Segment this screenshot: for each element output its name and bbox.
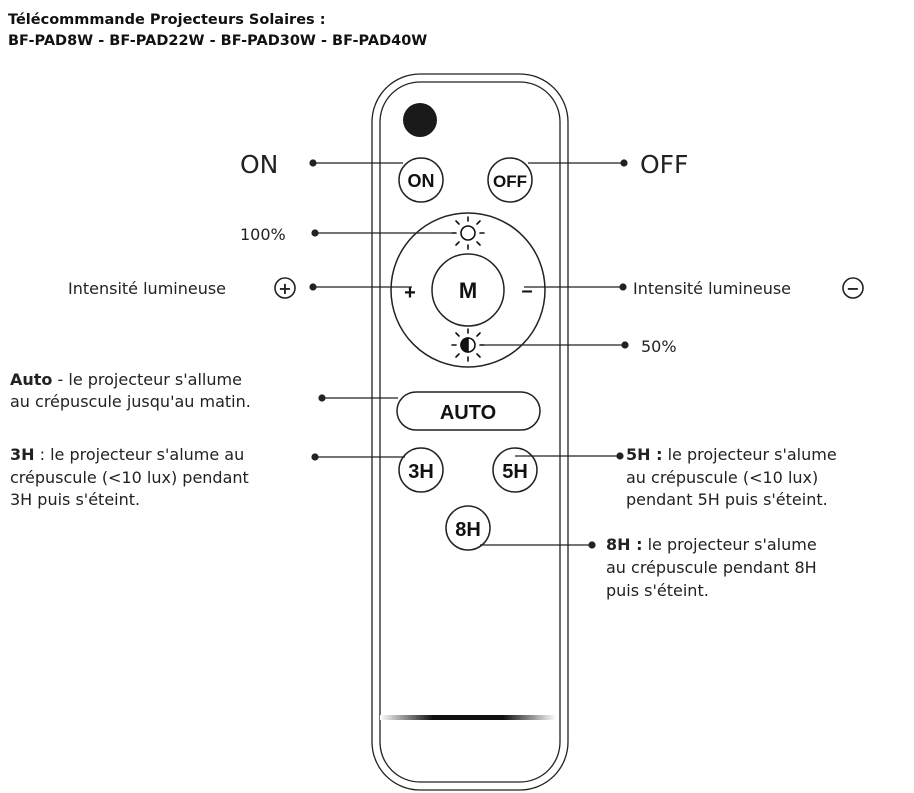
sun-full-icon[interactable] xyxy=(451,216,485,250)
diagram-title: Télécommmande Projecteurs Solaires : BF-… xyxy=(8,10,427,52)
svg-text:3H : le projecteur s'alume au: 3H : le projecteur s'alume au xyxy=(10,445,244,464)
svg-text:au crépuscule (<10 lux): au crépuscule (<10 lux) xyxy=(626,468,818,487)
on-button-label: ON xyxy=(408,171,435,191)
svg-text:crépuscule (<10 lux) pendant: crépuscule (<10 lux) pendant xyxy=(10,468,249,487)
leader-lines xyxy=(309,159,629,549)
auto-description: Auto - le projecteur s'allume au crépusc… xyxy=(10,370,251,411)
intensity-plus-label: Intensité lumineuse xyxy=(68,279,226,298)
half-brightness-label: 50% xyxy=(641,337,677,356)
svg-text:puis s'éteint.: puis s'éteint. xyxy=(606,581,709,600)
8h-description: 8H : le projecteur s'alume au crépuscule… xyxy=(606,535,817,600)
off-button[interactable] xyxy=(487,157,533,203)
auto-button-label: AUTO xyxy=(440,402,496,424)
full-brightness-label: 100% xyxy=(240,225,286,244)
model-list: BF-PAD8W - BF-PAD22W - BF-PAD30W - BF-PA… xyxy=(8,33,428,49)
svg-text:Auto - le projecteur s'allume: Auto - le projecteur s'allume xyxy=(10,370,242,389)
svg-text:au crépuscule jusqu'au matin.: au crépuscule jusqu'au matin. xyxy=(10,392,251,411)
intensity-minus-label: Intensité lumineuse xyxy=(633,279,791,298)
title-line: Télécommmande Projecteurs Solaires : xyxy=(8,12,326,28)
svg-text:−: − xyxy=(846,279,859,298)
off-button-label: OFF xyxy=(493,172,527,191)
8h-button-label: 8H xyxy=(455,519,481,541)
3h-button-label: 3H xyxy=(408,461,434,483)
svg-text:+: + xyxy=(278,279,291,298)
sun-half-icon[interactable] xyxy=(451,328,485,362)
mode-button[interactable] xyxy=(431,253,505,327)
5h-button[interactable] xyxy=(492,447,538,493)
minus-button[interactable]: – xyxy=(521,280,532,302)
plus-button[interactable]: + xyxy=(404,282,416,304)
mode-button-label: M xyxy=(459,278,477,303)
8h-button[interactable] xyxy=(445,505,491,551)
off-label: OFF xyxy=(640,150,688,179)
bottom-stripe xyxy=(380,715,556,720)
3h-button[interactable] xyxy=(398,447,444,493)
on-button[interactable] xyxy=(398,157,444,203)
plus-circle-icon: + xyxy=(274,277,296,299)
on-label: ON xyxy=(240,150,278,179)
remote-body xyxy=(371,73,569,791)
svg-text:pendant 5H puis s'éteint.: pendant 5H puis s'éteint. xyxy=(626,490,828,509)
3h-description: 3H : le projecteur s'alume au crépuscule… xyxy=(10,445,249,509)
minus-circle-icon: − xyxy=(842,277,864,299)
5h-button-label: 5H xyxy=(502,461,528,483)
svg-text:8H : le projecteur s'alume: 8H : le projecteur s'alume xyxy=(606,535,817,554)
5h-description: 5H : le projecteur s'alume au crépuscule… xyxy=(626,445,837,509)
auto-button[interactable] xyxy=(396,391,541,431)
svg-text:au crépuscule pendant 8H: au crépuscule pendant 8H xyxy=(606,558,817,577)
ir-emitter xyxy=(403,103,437,137)
svg-text:5H : le projecteur s'alume: 5H : le projecteur s'alume xyxy=(626,445,837,464)
svg-text:3H puis s'éteint.: 3H puis s'éteint. xyxy=(10,490,140,509)
